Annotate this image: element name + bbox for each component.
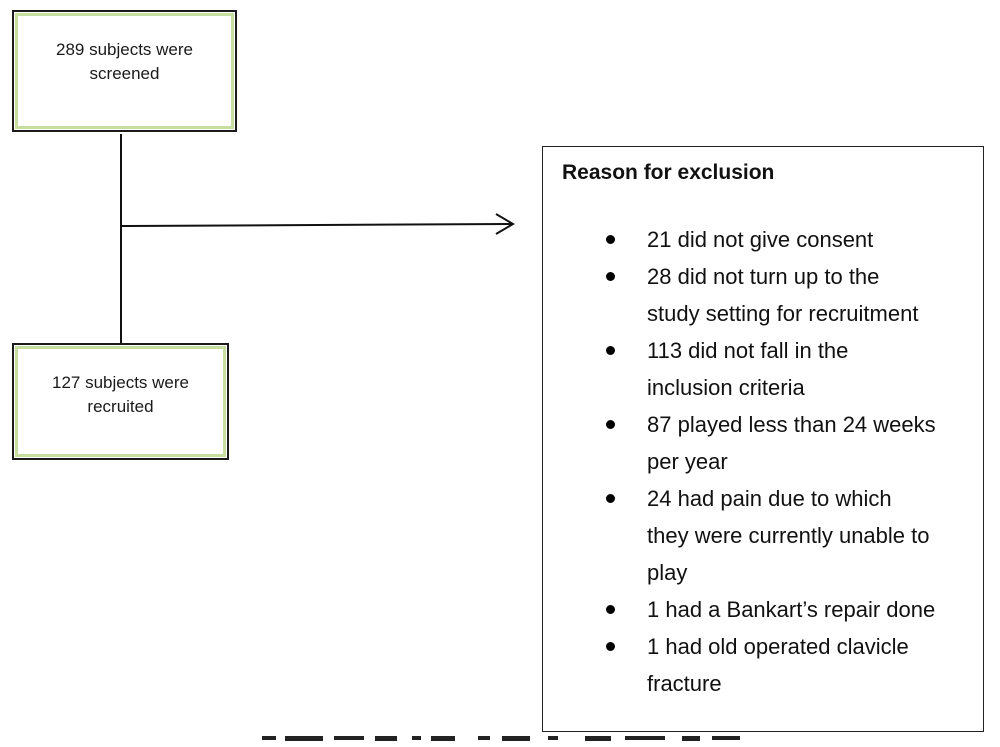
exclusion-item-line: 87 played less than 24 weeks <box>647 412 936 437</box>
bullet-icon <box>606 420 615 429</box>
exclusion-reasons-box: Reason for exclusion 21 did not give con… <box>542 146 984 732</box>
screened-text-line: screened <box>89 64 160 83</box>
exclusion-item-line: 113 did not fall in the <box>647 338 849 363</box>
exclusion-list: 21 did not give consent 28 did not turn … <box>543 221 977 702</box>
recruited-box: 127 subjects were recruited <box>12 343 229 460</box>
bullet-icon <box>606 642 615 651</box>
bullet-icon <box>606 605 615 614</box>
exclusion-item-line: study setting for recruitment <box>647 301 919 326</box>
exclusion-item-line: 28 did not turn up to the <box>647 264 880 289</box>
bullet-icon <box>606 272 615 281</box>
exclusion-item: 1 had a Bankart’s repair done <box>543 591 977 628</box>
recruited-text-line: 127 subjects were <box>51 373 190 392</box>
cropped-caption-glyphs <box>262 736 740 741</box>
exclusion-item-line: fracture <box>647 671 722 696</box>
exclusion-item: 21 did not give consent <box>543 221 977 258</box>
bullet-icon <box>606 346 615 355</box>
exclusion-item-line: 1 had a Bankart’s repair done <box>647 597 936 622</box>
exclusion-item-line: 1 had old operated clavicle <box>647 634 909 659</box>
screened-text: 289 subjects were screened <box>14 38 235 86</box>
exclusion-item: 28 did not turn up to the study setting … <box>543 258 977 332</box>
exclusion-item-line: play <box>647 560 688 585</box>
exclusion-item: 113 did not fall in the inclusion criter… <box>543 332 977 406</box>
exclusion-item-line: 21 did not give consent <box>647 227 874 252</box>
exclusion-item: 24 had pain due to which they were curre… <box>543 480 977 591</box>
right-arrowhead <box>495 213 515 235</box>
exclusion-item: 1 had old operated clavicle fracture <box>543 628 977 702</box>
screened-text-line: 289 subjects were <box>55 40 194 59</box>
recruited-text: 127 subjects were recruited <box>14 371 227 419</box>
exclusion-branch-line <box>120 223 513 227</box>
screened-box: 289 subjects were screened <box>12 10 237 132</box>
exclusion-item-line: per year <box>647 449 728 474</box>
cropped-caption <box>0 735 1000 747</box>
exclusion-item-line: inclusion criteria <box>647 375 805 400</box>
bullet-icon <box>606 235 615 244</box>
exclusion-item: 87 played less than 24 weeks per year <box>543 406 977 480</box>
bullet-icon <box>606 494 615 503</box>
exclusion-title: Reason for exclusion <box>562 161 775 184</box>
exclusion-item-line: they were currently unable to <box>647 523 930 548</box>
recruited-text-line: recruited <box>87 397 154 416</box>
exclusion-item-line: 24 had pain due to which <box>647 486 892 511</box>
